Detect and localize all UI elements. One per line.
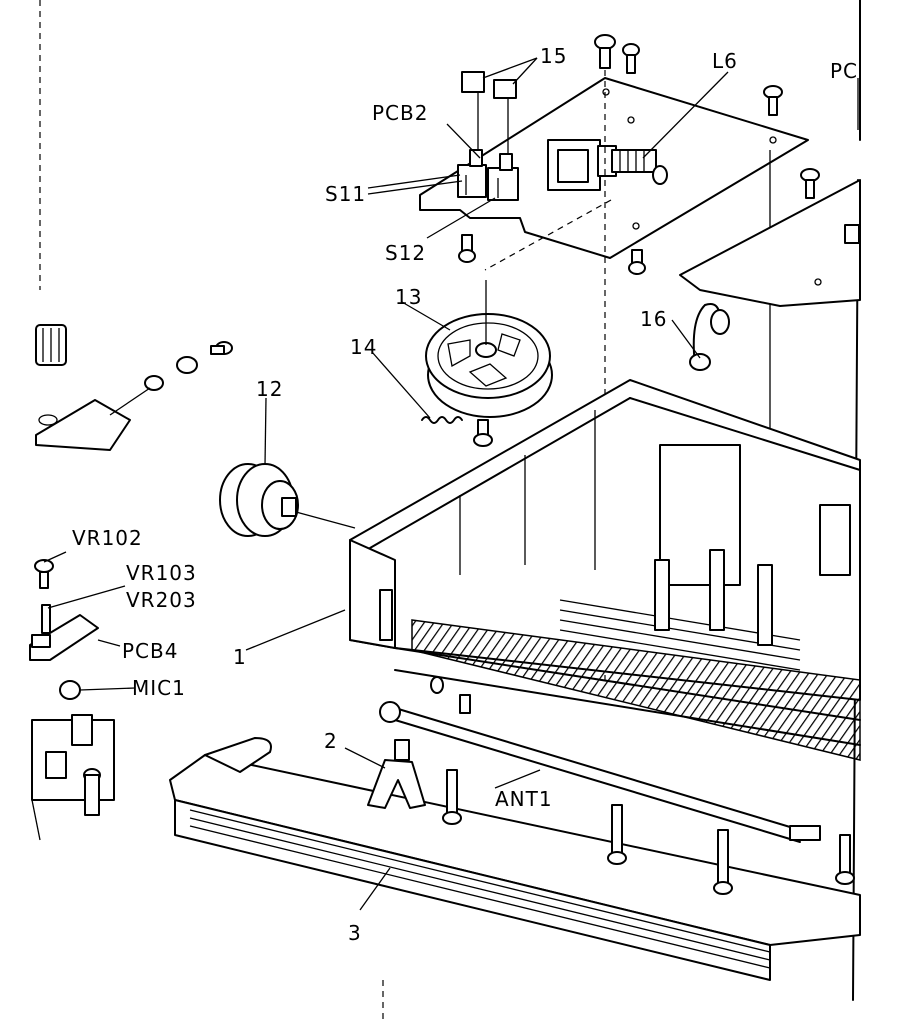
label-3: 3 [348,921,362,945]
left-plate [35,324,233,451]
label-15: 15 [540,44,567,68]
cabinet-1 [349,379,861,761]
switches-s11-s12 [457,149,519,201]
alignment-dash-2 [484,199,612,271]
label-13: 13 [395,285,422,309]
label-vr103: VR103 [126,561,197,585]
label-1: 1 [233,645,247,669]
screws-top [458,34,820,275]
label-vr203: VR203 [126,588,197,612]
label-16: 16 [640,307,667,331]
label-vr102: VR102 [72,526,143,550]
pcb2-board [419,71,809,259]
pcb4-assembly [29,559,115,841]
label-s11: S11 [325,182,366,206]
label-pcb4: PCB4 [122,639,178,663]
label-mic1: MIC1 [132,676,186,700]
label-pcb2: PCB2 [372,101,428,125]
label-ant1: ANT1 [495,787,553,811]
spring-14 [421,416,493,447]
label-l6: L6 [712,49,738,73]
leader-lines [43,57,859,911]
part-16 [689,303,730,371]
bottom-screws [442,694,855,895]
label-12: 12 [256,377,283,401]
label-14: 14 [350,335,377,359]
gear-12 [219,463,356,537]
pc-board [679,179,861,307]
pulley-13 [425,280,553,418]
label-pc: PC [830,59,858,83]
antenna-ant1 [379,676,821,843]
bracket-2 [367,739,426,809]
front-panel-3 [169,737,861,981]
clips-15 [461,71,517,154]
coil-l6 [547,139,668,191]
label-2: 2 [324,729,338,753]
part-labels: 15 L6 PC PCB2 S11 S12 13 16 14 12 VR102 … [72,44,858,945]
label-s12: S12 [385,241,426,265]
